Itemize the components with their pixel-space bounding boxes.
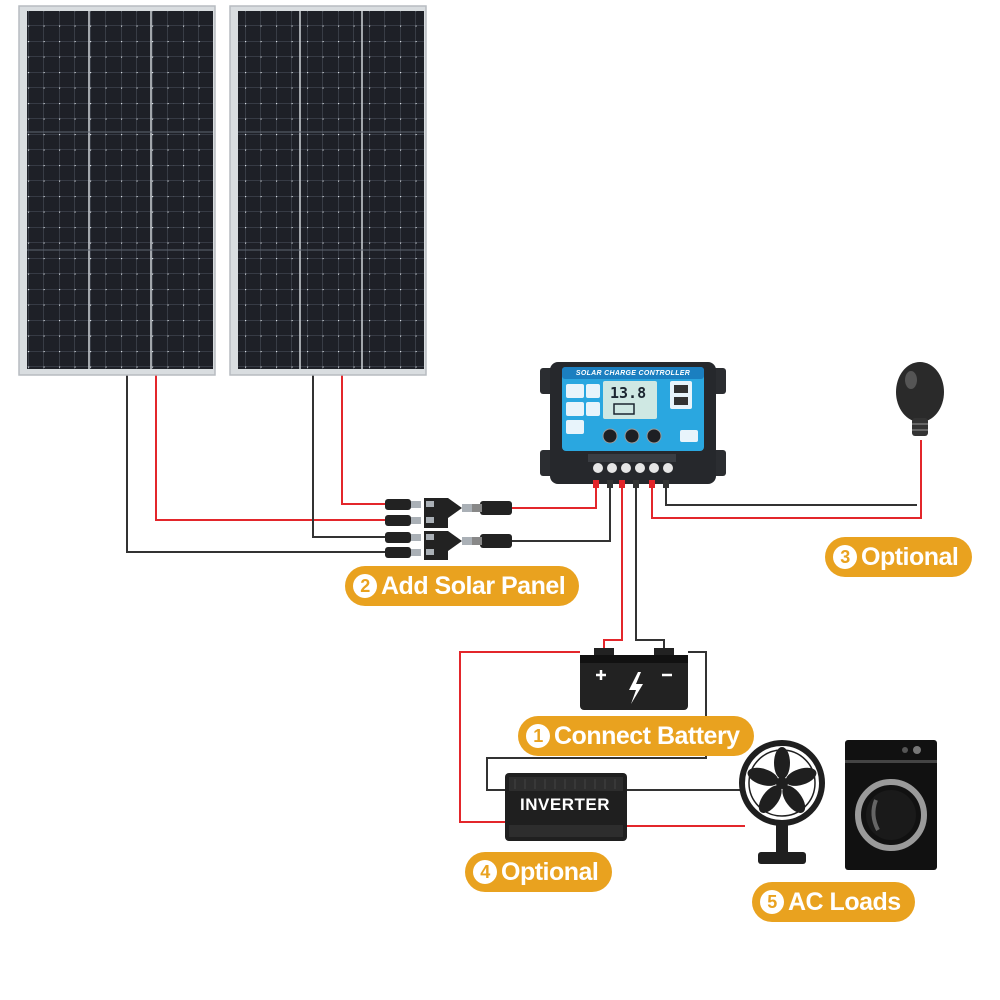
step-number: 2 [353, 574, 377, 598]
add-solar-panel-label: 2 Add Solar Panel [345, 566, 580, 606]
step-number: 1 [526, 724, 550, 748]
step-number: 5 [760, 890, 784, 914]
charge-controller-icon [540, 362, 726, 488]
solar-panel-icon [18, 5, 216, 376]
battery-positive-wire [603, 486, 623, 655]
connect-battery-label: 1 Connect Battery [518, 716, 754, 756]
ac-loads-label: 5 AC Loads [752, 882, 915, 922]
wiring [126, 375, 922, 827]
solar-panel-icon [229, 5, 427, 376]
controller-title: SOLAR CHARGE CONTROLLER [575, 370, 691, 377]
controller-display-value: 13.8 [610, 384, 647, 402]
battery-negative-wire [635, 486, 665, 655]
inverter-negative-wire [486, 651, 707, 791]
step-number: 4 [473, 860, 497, 884]
panel2-negative-wire [312, 375, 395, 538]
add-solar-panel-text: Add Solar Panel [381, 571, 566, 600]
panel1-negative-wire [126, 375, 395, 553]
combined-negative-wire [512, 486, 611, 542]
optional-light-label: 3 Optional [825, 537, 973, 577]
panel1-positive-wire [155, 375, 395, 521]
panel2-positive-wire [341, 375, 395, 505]
fan-icon [739, 740, 825, 864]
inverter-positive-wire [459, 651, 580, 823]
connect-battery-text: Connect Battery [554, 721, 740, 750]
ac-loads-text: AC Loads [788, 887, 901, 916]
combined-positive-wire [512, 486, 597, 509]
washing-machine-icon [845, 740, 937, 870]
light-bulb-icon [896, 362, 944, 436]
optional-inverter-label: 4 Optional [465, 852, 613, 892]
load-negative-wire [665, 486, 917, 506]
battery-icon [580, 648, 688, 710]
inverter-label: INVERTER [520, 795, 610, 814]
mc4-connector-icon [385, 498, 512, 560]
optional-inverter-text: Optional [501, 857, 599, 886]
optional-light-text: Optional [861, 542, 959, 571]
load-positive-wire [651, 440, 922, 519]
inverter-icon [505, 773, 627, 841]
step-number: 3 [833, 545, 857, 569]
